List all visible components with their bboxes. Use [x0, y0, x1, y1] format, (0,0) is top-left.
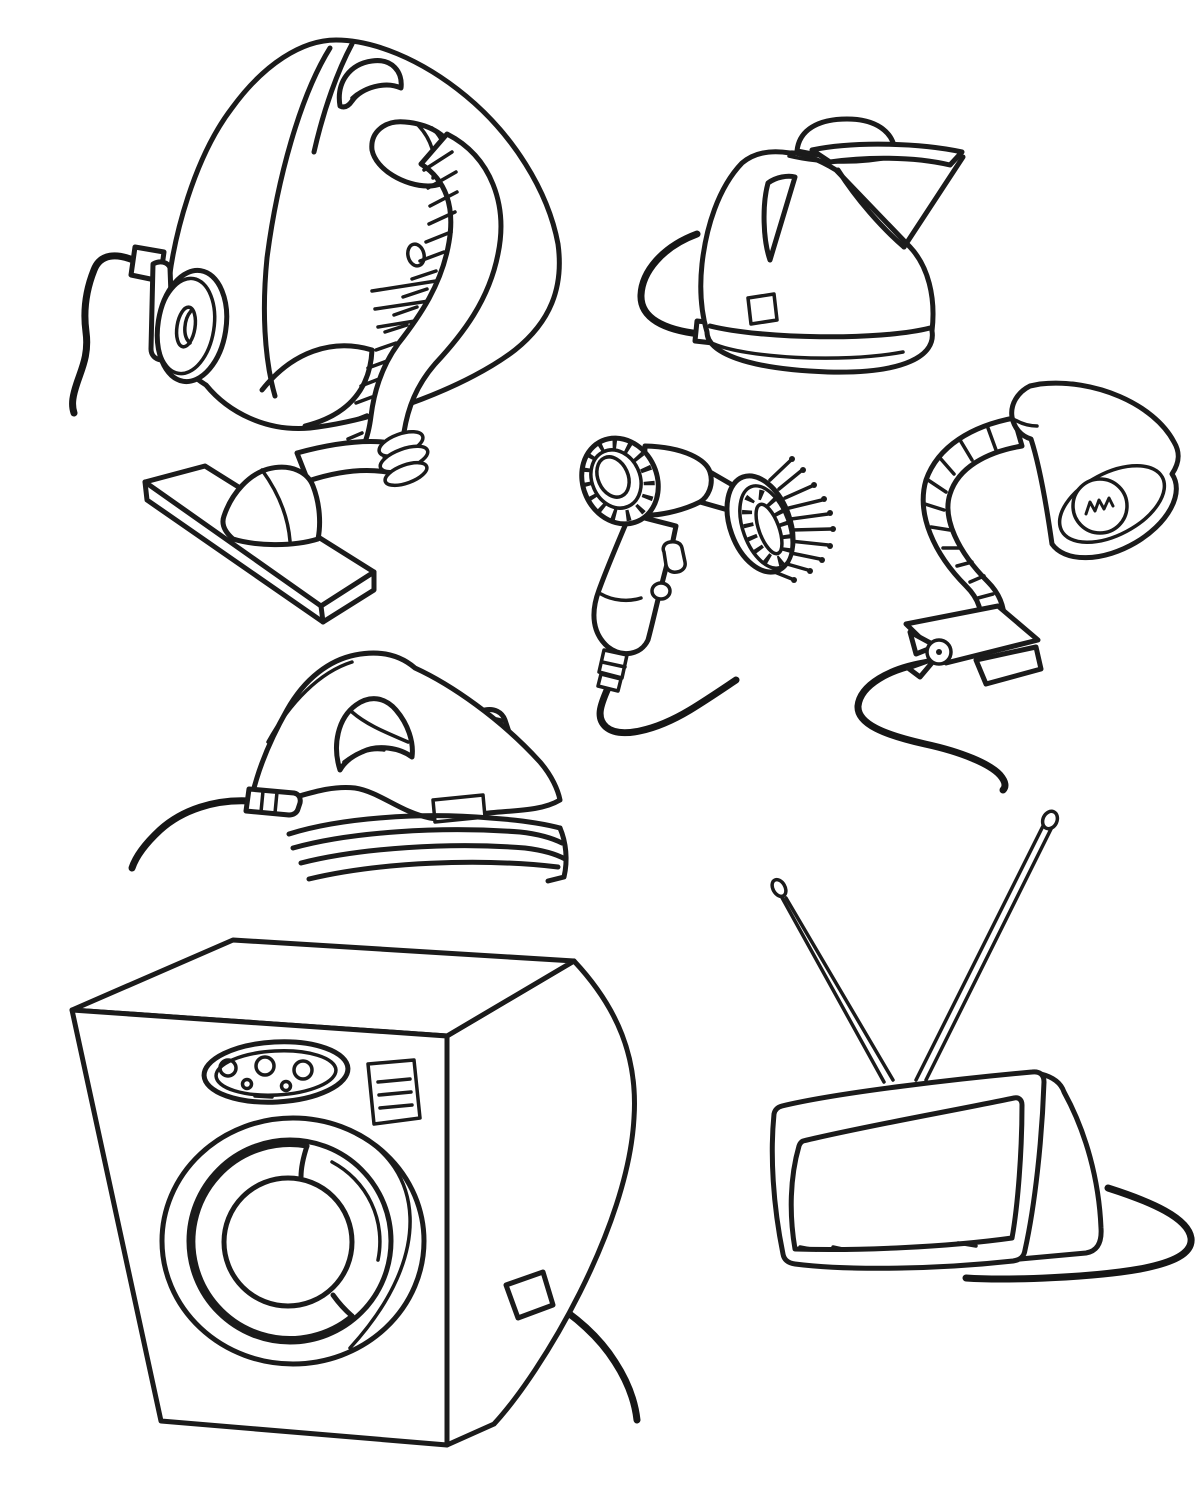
clothes-iron-illustration: [128, 650, 569, 884]
vacuum-cleaner-illustration: [69, 37, 562, 625]
hair-dryer-illustration: [579, 435, 836, 737]
electric-kettle-illustration: [637, 116, 966, 375]
television-illustration: [769, 809, 1195, 1283]
washing-machine-illustration: [69, 937, 641, 1448]
desk-lamp-illustration: [854, 380, 1181, 794]
